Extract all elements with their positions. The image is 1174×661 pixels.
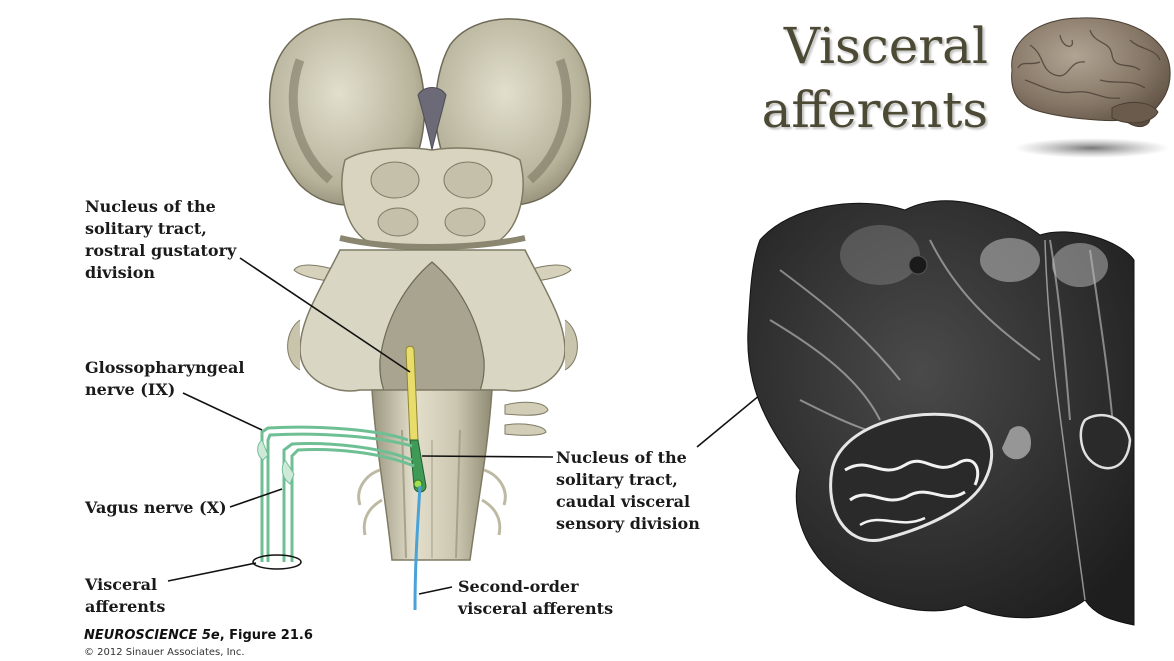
copyright-notice: © 2012 Sinauer Associates, Inc. xyxy=(84,647,245,658)
slide-title-line2: afferents xyxy=(761,81,988,139)
slide-title-line1: Visceral xyxy=(783,17,988,75)
label-second-order-afferents: Second-order visceral afferents xyxy=(458,577,614,618)
cerebellar-folia xyxy=(829,412,994,542)
slide-title: Visceral afferents xyxy=(762,14,988,142)
label-vagus-nerve: Vagus nerve (X) xyxy=(85,498,227,517)
label-nts-rostral: Nucleus of the solitary tract, rostral g… xyxy=(85,197,237,282)
second-order-afferent-path xyxy=(413,485,422,611)
cranial-nerve-fibres xyxy=(260,425,415,562)
nts-marker-dot xyxy=(908,255,928,275)
label-glossopharyngeal-nerve: Glossopharyngeal nerve (IX) xyxy=(85,358,245,399)
book-title: NEUROSCIENCE 5e xyxy=(84,628,220,643)
brainstem-illustration xyxy=(252,18,592,611)
label-nts-caudal: Nucleus of the solitary tract, caudal vi… xyxy=(556,448,700,533)
colliculi xyxy=(341,147,524,249)
figure-number: , Figure 21.6 xyxy=(219,628,313,643)
brain-icon xyxy=(1011,17,1171,158)
label-visceral-afferents: Visceral afferents xyxy=(85,575,166,616)
brainstem-histology-slice xyxy=(747,200,1135,626)
figure-caption: NEUROSCIENCE 5e, Figure 21.6 xyxy=(84,628,313,643)
visceral-afferents-ring xyxy=(252,554,302,570)
